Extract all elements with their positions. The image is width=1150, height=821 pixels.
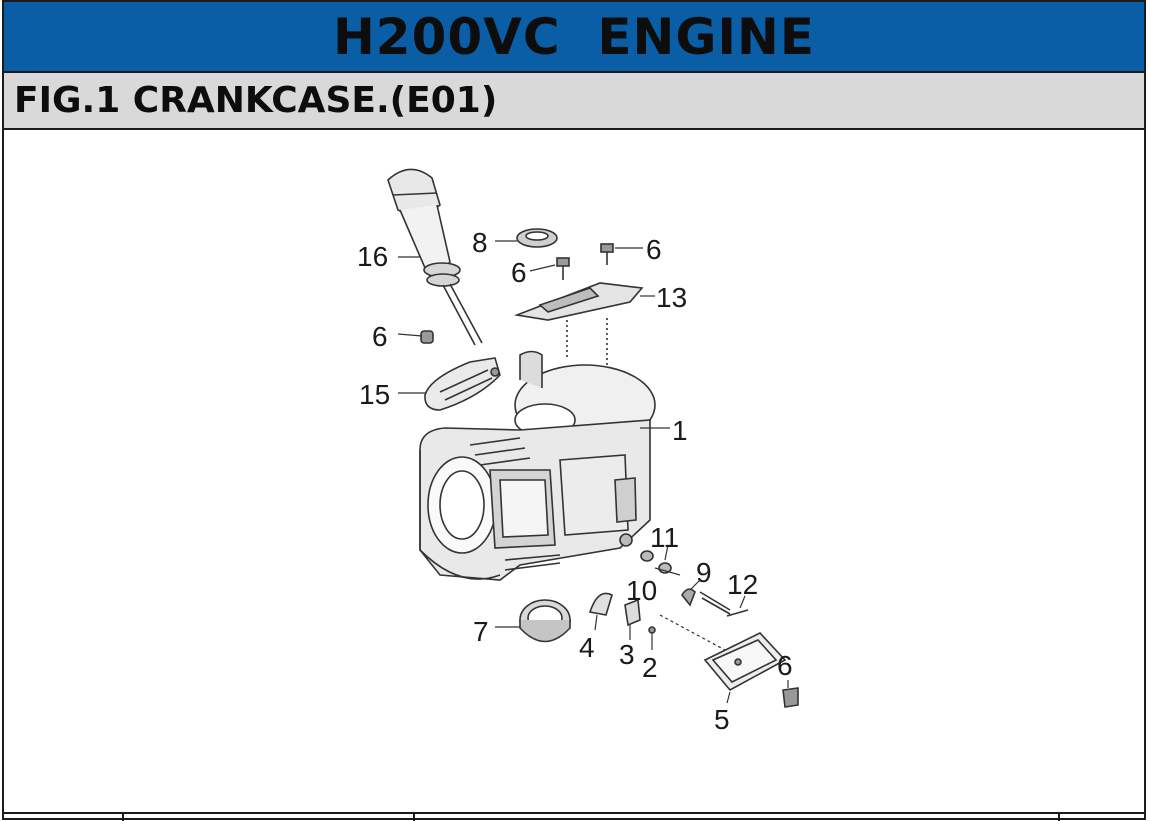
side-cover-part [703, 632, 799, 708]
callout-8: 8 [472, 227, 488, 258]
callout-6a: 6 [511, 257, 527, 288]
gasket-part [588, 592, 613, 616]
table-top-rule [2, 812, 1146, 814]
page-title: H200VC ENGINE [332, 7, 816, 66]
bolt-part [556, 257, 570, 280]
lever-part [624, 598, 656, 634]
callout-9: 9 [696, 557, 712, 588]
bolt-part [600, 243, 614, 265]
callout-11: 11 [650, 522, 679, 553]
figure-heading-bar: FIG.1 CRANKCASE.(E01) [2, 73, 1146, 130]
callout-13: 13 [656, 282, 687, 313]
dipstick-part [387, 168, 483, 346]
table-column-divider [413, 812, 415, 821]
governor-shaft-part [681, 588, 749, 617]
table-column-divider [122, 812, 124, 821]
bolt-part [420, 330, 434, 344]
crankcase-body [419, 350, 656, 581]
leader-lines [397, 240, 789, 704]
callout-3: 3 [619, 639, 635, 670]
figure-title: FIG.1 CRANKCASE.(E01) [14, 80, 498, 121]
callout-6d: 6 [777, 650, 793, 681]
callout-5: 5 [714, 704, 730, 735]
figure-frame [2, 130, 1146, 820]
callout-16: 16 [357, 241, 388, 272]
callout-10: 10 [626, 575, 657, 606]
callout-4: 4 [579, 632, 595, 663]
bearing-part [519, 599, 571, 643]
callout-15: 15 [359, 379, 390, 410]
callout-6c: 6 [372, 321, 388, 352]
callout-7: 7 [473, 616, 489, 647]
oil-seal-part [516, 228, 558, 248]
callout-12: 12 [727, 569, 758, 600]
table-column-divider [1058, 812, 1060, 821]
callout-6b: 6 [646, 234, 662, 265]
cover-plate-part [513, 282, 644, 370]
title-banner: H200VC ENGINE [2, 0, 1146, 73]
callout-labels: 16 8 6 6 13 6 15 1 11 9 12 10 7 4 3 2 6 … [357, 227, 793, 735]
callout-2: 2 [642, 652, 658, 683]
callout-1: 1 [672, 415, 688, 446]
breather-cover-part [424, 357, 501, 411]
